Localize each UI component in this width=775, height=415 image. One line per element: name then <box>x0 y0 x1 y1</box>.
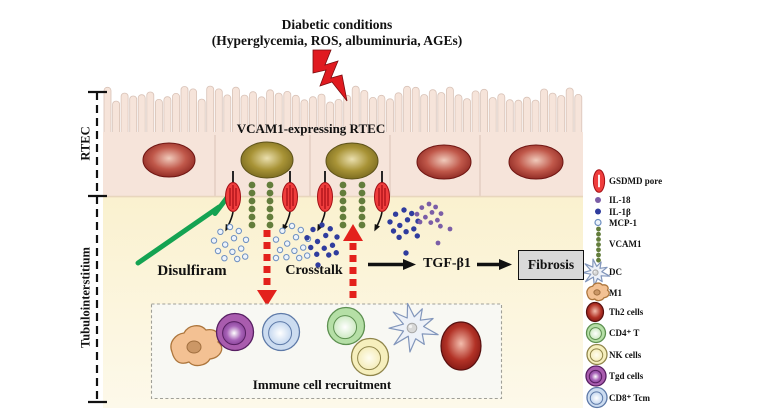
legend-label-th2: Th2 cells <box>609 307 644 317</box>
gsdmd-pore <box>592 169 606 193</box>
fibrosis-label: Fibrosis <box>527 257 575 272</box>
rtec-nucleus <box>142 142 196 178</box>
il1b-cluster <box>387 207 421 240</box>
gsdmd-pore <box>282 171 298 232</box>
legend-icons <box>582 169 611 409</box>
legend-m1-icon <box>586 282 610 302</box>
legend-vcam1-icon <box>596 226 601 263</box>
vcam1-chain <box>339 181 347 229</box>
axis-label-tubulointerstitium: Tubulointerstitium <box>78 247 93 348</box>
legend-gsdmd-pore-icon <box>592 169 606 193</box>
m1-cell <box>170 325 223 367</box>
vcam1-chain <box>358 181 366 229</box>
legend-label-il1b: IL-1β <box>609 206 631 217</box>
legend-label-cd4t: CD4⁺ T <box>609 328 640 338</box>
cd4-glyph <box>585 322 607 344</box>
crosstalk-label: Crosstalk <box>285 263 343 278</box>
m1-glyph <box>586 282 610 302</box>
tgd-cell <box>215 312 255 352</box>
legend-label-tgd: Tgd cells <box>609 371 644 381</box>
legend-label-m1: M1 <box>609 287 622 298</box>
nk-cell <box>350 337 390 377</box>
legend-label-mcp1: MCP-1 <box>609 217 637 228</box>
legend-tgd-icon <box>585 365 607 387</box>
gsdmd-pore <box>374 171 390 232</box>
legend-label-cd8tcm: CD8⁺ Tcm <box>609 392 651 403</box>
cd8-tcm-cell <box>261 312 301 352</box>
title-line2: (Hyperglycemia, ROS, albuminuria, AGEs) <box>211 33 463 48</box>
axis-label-rtec: RTEC <box>78 126 93 161</box>
tgd-glyph <box>585 365 607 387</box>
legend-nk-icon <box>586 343 608 366</box>
legend-label-nk: NK cells <box>609 349 642 360</box>
axis-bracket <box>88 90 107 404</box>
lightning-bolt-icon <box>312 49 348 102</box>
rtec-nucleus <box>325 142 379 180</box>
disulfiram-label: Disulfiram <box>157 263 227 279</box>
rtec-nucleus <box>416 144 472 180</box>
legend-label-vcam1: VCAM1 <box>609 239 642 249</box>
gsdmd-pore <box>225 171 241 232</box>
legend-label-il18: IL-18 <box>609 195 631 205</box>
th2-cell <box>440 321 482 371</box>
cd4-t-cell <box>326 306 366 346</box>
vcam1-rtec-label: VCAM1-expressing RTEC <box>236 121 386 136</box>
title-line1: Diabetic conditions <box>281 17 393 32</box>
crosstalk-arrow-up <box>343 224 363 298</box>
rtec-nucleus <box>240 141 294 179</box>
legend-th2-icon <box>585 301 605 323</box>
legend-cd4t-icon <box>585 322 607 344</box>
nk-glyph <box>586 343 608 366</box>
mcp1-cluster <box>210 223 250 263</box>
tgf-b1-label: TGF-β1 <box>423 256 471 271</box>
fibrosis-box: Fibrosis <box>518 250 584 280</box>
th2-glyph <box>585 301 605 323</box>
legend-il1b-icon <box>595 208 601 215</box>
crosstalk-arrow-down <box>257 230 277 306</box>
legend-mcp1-icon <box>594 218 602 227</box>
vcam1-chain <box>248 181 256 229</box>
legend-label-gsdmd-pore: GSDMD pore <box>609 176 663 186</box>
vcam1-chain <box>596 226 601 263</box>
il18-cluster <box>414 201 444 229</box>
dc-glyph <box>582 258 611 287</box>
dc-cell <box>388 302 439 353</box>
cd8-glyph <box>586 386 608 409</box>
legend-dc-icon <box>582 258 611 287</box>
legend-cd8tcm-icon <box>586 386 608 409</box>
il1b-cluster <box>304 222 340 258</box>
legend-label-dc: DC <box>609 267 622 277</box>
vcam1-chain <box>266 181 274 229</box>
stray-cytokine-dots <box>315 226 453 268</box>
immune-recruitment-label: Immune cell recruitment <box>252 377 392 392</box>
rtec-nucleus <box>508 144 564 180</box>
legend-il18-icon <box>595 197 601 203</box>
